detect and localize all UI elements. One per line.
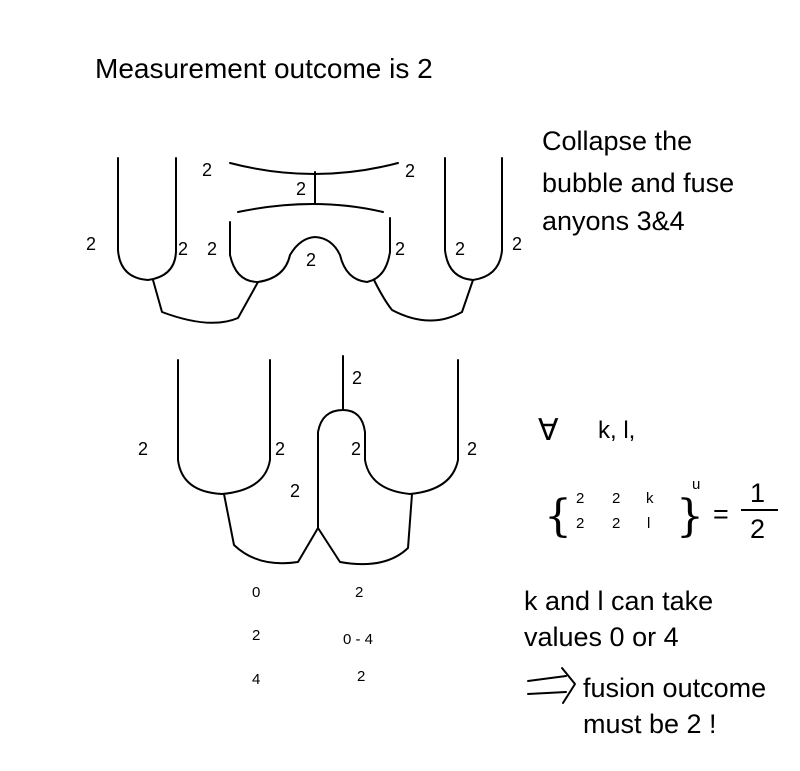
fsymbol-entry: 2	[612, 490, 620, 507]
table-right-value: 2	[355, 584, 363, 601]
bottom-label-2: 2	[467, 439, 477, 459]
bottom-lower-fusion	[223, 493, 413, 566]
top-label-2: 2	[178, 239, 188, 259]
fraction-denominator: 2	[750, 514, 765, 544]
top-label-2: 2	[395, 239, 405, 259]
top-left-bottom-arc	[152, 279, 259, 324]
implies-arrow-icon	[527, 667, 576, 704]
collapse-note-line-1: Collapse the	[542, 126, 692, 156]
result-line-1: fusion outcome	[583, 673, 766, 703]
table-left-value: 0	[252, 584, 260, 601]
top-label-2: 2	[296, 179, 306, 199]
fsymbol-entry: k	[646, 490, 654, 507]
top-fusion-diagram: 2 2 2 2 2 2 2 2 2 2	[86, 157, 522, 324]
top-left-worldline-pair	[117, 157, 177, 281]
table-right-value: 0 - 4	[343, 631, 373, 648]
table-right-value: 2	[357, 668, 365, 685]
top-label-2: 2	[405, 161, 415, 181]
fsymbol-entry: l	[647, 515, 650, 532]
f-symbol-equation: { 2 2 k 2 2 l } u = 1 2	[544, 476, 778, 544]
top-right-worldline-pair	[444, 157, 503, 281]
result-line-2: must be 2 !	[583, 709, 717, 739]
collapse-note-line-3: anyons 3&4	[542, 206, 685, 236]
conclusion-note: k and l can take values 0 or 4	[524, 586, 713, 652]
left-brace: {	[544, 491, 572, 542]
bottom-center-arch	[317, 409, 366, 529]
bottom-right-worldline-pair	[364, 359, 459, 495]
conclusion-line-2: values 0 or 4	[524, 622, 679, 652]
top-label-2: 2	[306, 250, 316, 270]
fsymbol-entry: 2	[576, 515, 584, 532]
top-label-2: 2	[86, 234, 96, 254]
bottom-fusion-diagram: 2 2 2 2 2 2 0 2 4 2 0 - 4 2	[138, 355, 477, 688]
result-note: fusion outcome must be 2 !	[583, 673, 766, 739]
table-left-value: 2	[252, 627, 260, 644]
title: Measurement outcome is 2	[95, 53, 433, 84]
superscript-u: u	[692, 476, 700, 493]
table-left-value: 4	[252, 671, 260, 688]
bottom-label-2: 2	[275, 439, 285, 459]
forall-vars: k, l,	[598, 417, 635, 444]
top-right-bottom-arc	[373, 279, 474, 322]
bottom-label-2: 2	[138, 439, 148, 459]
collapse-note: Collapse the bubble and fuse anyons 3&4	[542, 126, 734, 236]
collapse-note-line-2: bubble and fuse	[542, 168, 734, 198]
top-label-2: 2	[455, 239, 465, 259]
fsymbol-entry: 2	[612, 515, 620, 532]
bottom-left-worldline-pair	[177, 359, 271, 495]
forall-statement: ∀ k, l,	[538, 414, 635, 447]
conclusion-line-1: k and l can take	[524, 586, 713, 616]
bottom-label-2: 2	[290, 481, 300, 501]
forall-symbol: ∀	[538, 414, 559, 447]
fsymbol-entry: 2	[576, 490, 584, 507]
fraction-numerator: 1	[750, 478, 765, 508]
bottom-label-2: 2	[352, 368, 362, 388]
bottom-label-2: 2	[351, 439, 361, 459]
top-bubble-lower-arch	[229, 203, 391, 283]
top-label-2: 2	[202, 160, 212, 180]
top-label-2: 2	[207, 239, 217, 259]
equals-sign: =	[713, 499, 729, 529]
right-brace: }	[676, 491, 704, 542]
top-label-2: 2	[512, 234, 522, 254]
